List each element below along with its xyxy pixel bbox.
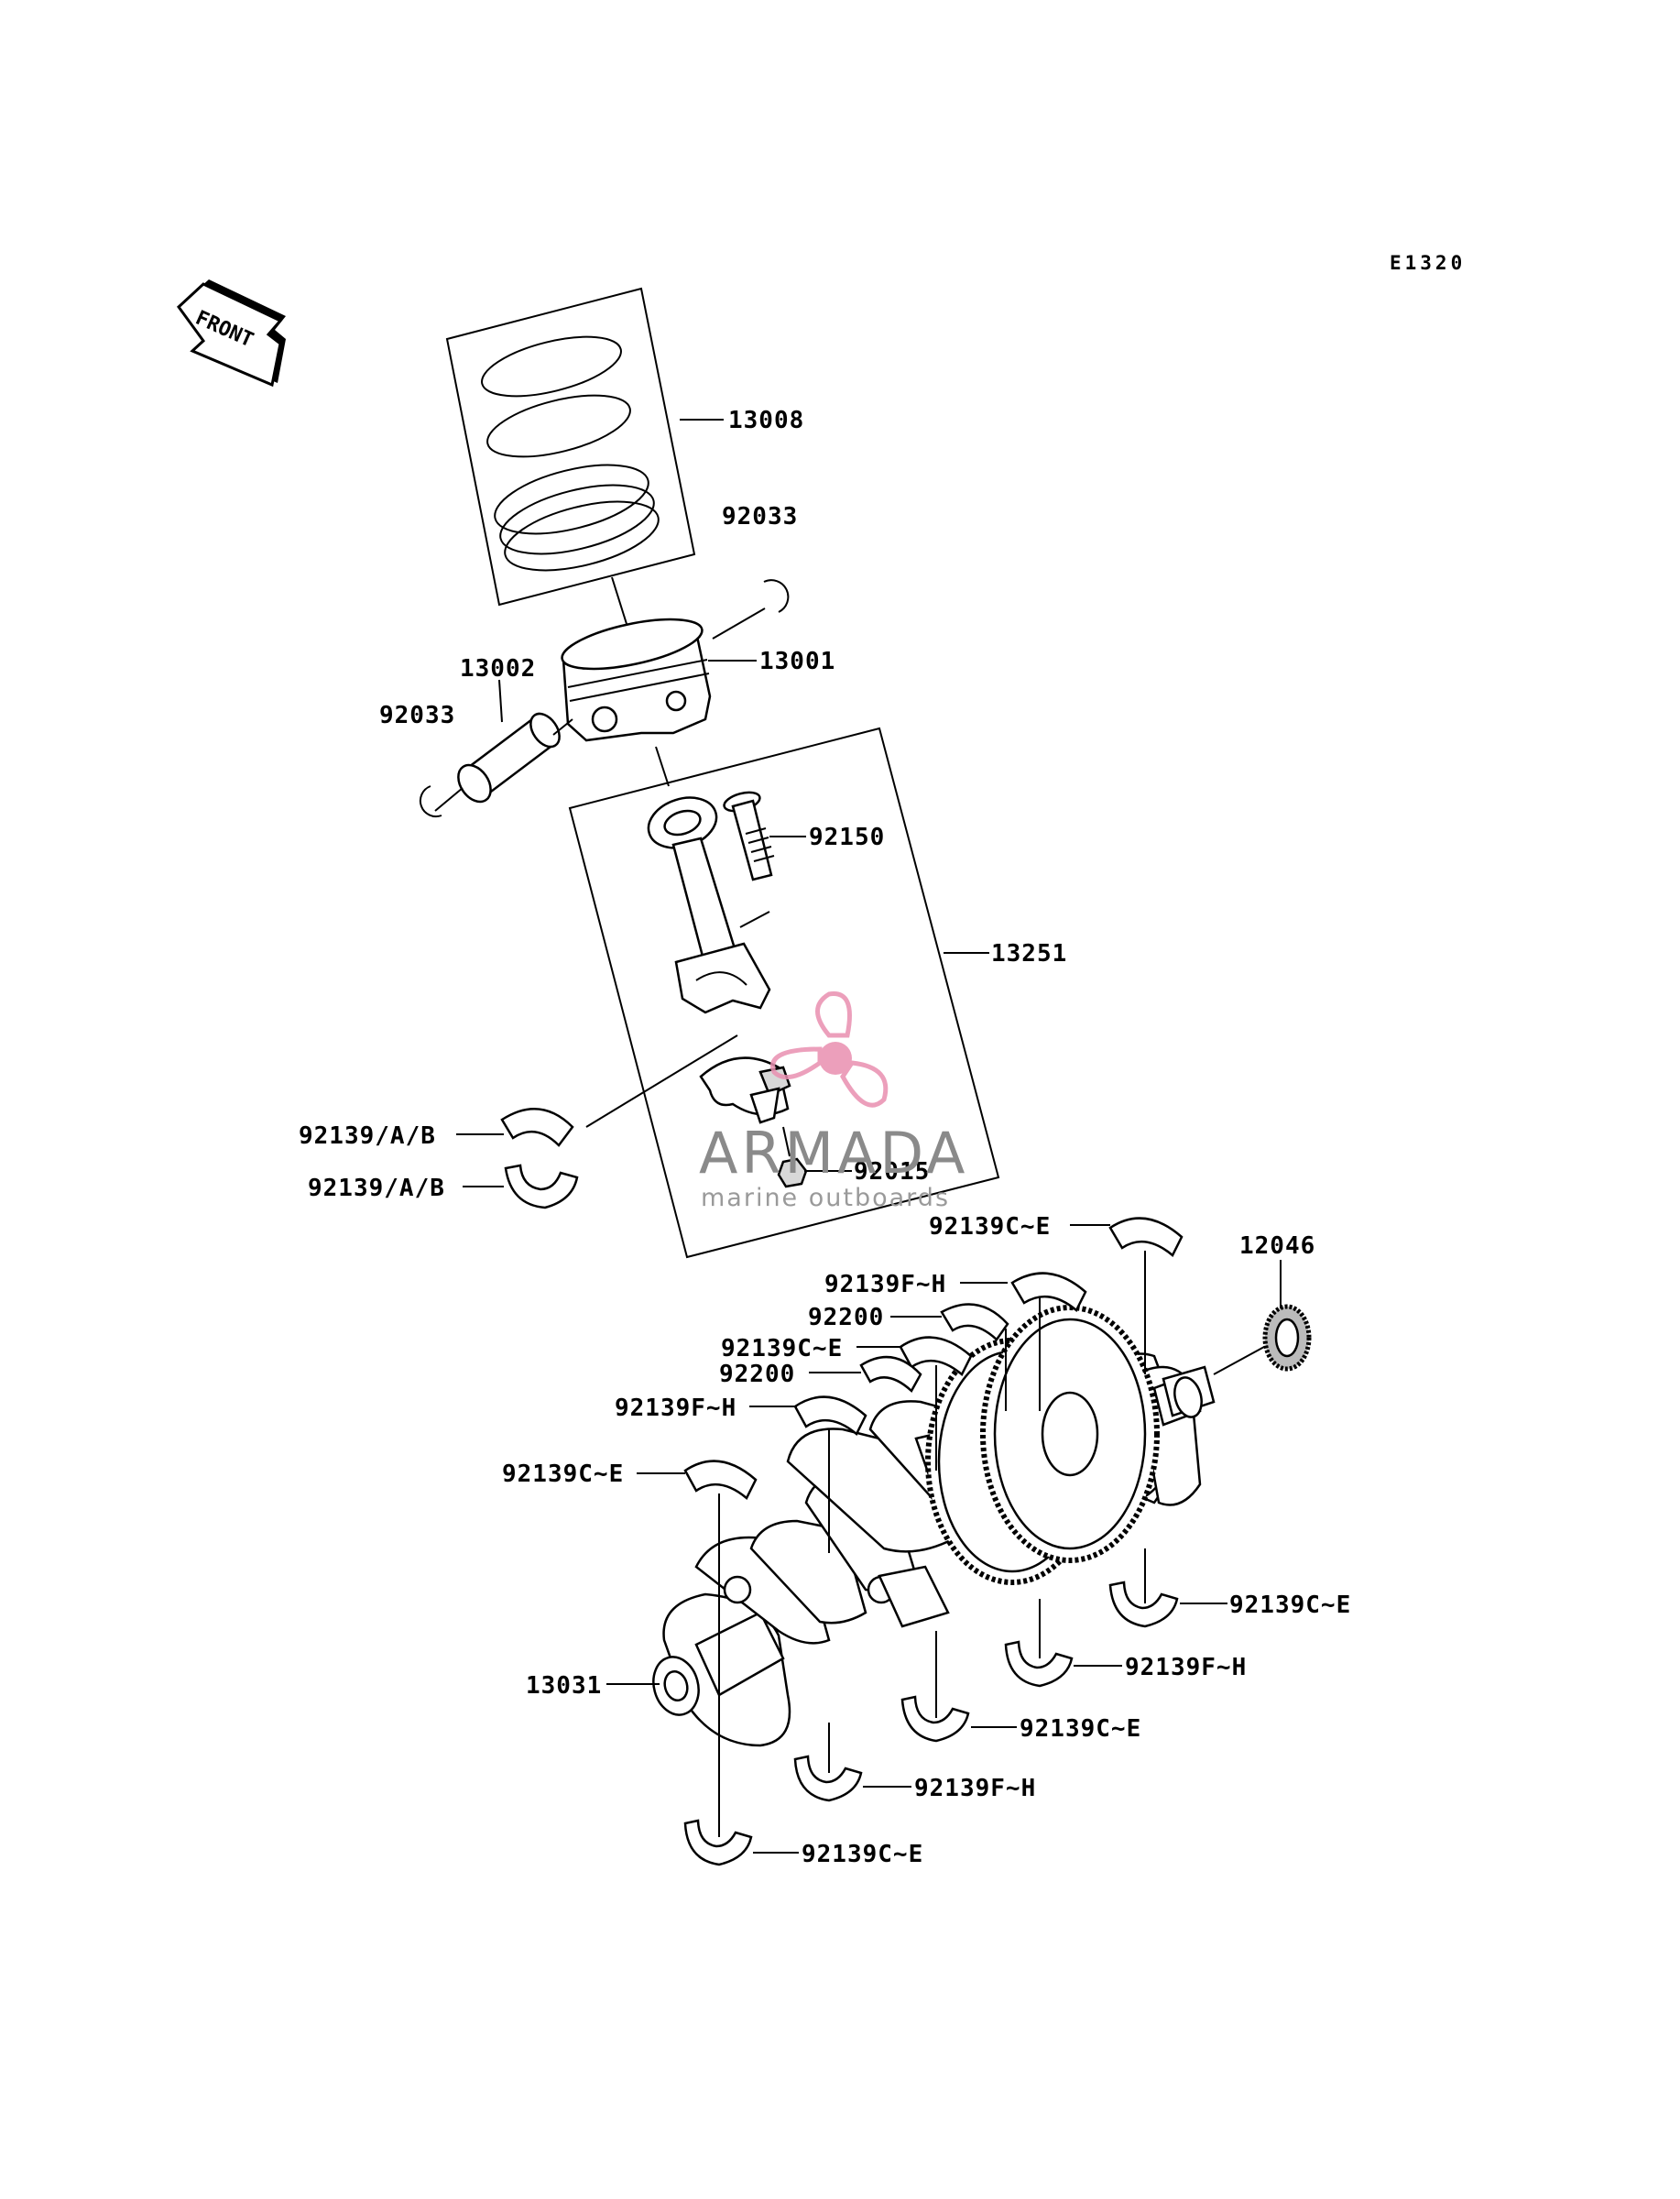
circlip-upper <box>763 579 790 613</box>
main-bearing-upper-1 <box>1108 1217 1184 1257</box>
main-bearing-lower-2 <box>1004 1640 1074 1688</box>
label-92139-ab-1: 92139/A/B <box>299 1122 436 1150</box>
label-92015: 92015 <box>854 1158 930 1186</box>
label-92033-lower: 92033 <box>379 702 455 729</box>
label-92150: 92150 <box>809 824 885 851</box>
label-92139ce-4: 92139C~E <box>1229 1592 1351 1619</box>
main-bearing-lower-5 <box>683 1819 753 1866</box>
label-92139-ab-2: 92139/A/B <box>308 1175 445 1202</box>
label-92139ce-1: 92139C~E <box>929 1213 1051 1241</box>
connecting-rod <box>647 796 771 1014</box>
label-92139ce-5: 92139C~E <box>1020 1715 1141 1743</box>
front-arrow-icon: FRONT <box>177 279 286 388</box>
conrod-bolt <box>723 791 775 881</box>
thrust-washer-2 <box>859 1355 922 1393</box>
label-13008: 13008 <box>728 407 804 434</box>
label-92200-1: 92200 <box>808 1304 884 1331</box>
watermark-title: ARMADA <box>699 1120 968 1187</box>
main-bearing-upper-4 <box>793 1395 867 1436</box>
label-92139fh-3: 92139F~H <box>1125 1654 1247 1681</box>
main-bearing-upper-5 <box>683 1460 758 1500</box>
main-bearing-upper-2 <box>1010 1272 1087 1312</box>
conrod-nut <box>777 1157 808 1188</box>
label-92033-upper: 92033 <box>722 503 798 531</box>
thrust-washer-1 <box>940 1303 1009 1341</box>
piston <box>561 618 712 742</box>
label-13251: 13251 <box>991 940 1067 968</box>
label-13002: 13002 <box>460 655 536 683</box>
label-12046: 12046 <box>1239 1232 1315 1260</box>
conrod-bearing-lower <box>504 1164 579 1209</box>
label-92139ce-2: 92139C~E <box>721 1335 843 1362</box>
conrod-bearing-upper <box>500 1108 574 1147</box>
label-92200-2: 92200 <box>719 1361 795 1388</box>
main-bearing-upper-3 <box>899 1336 973 1376</box>
armada-logo <box>770 991 889 1108</box>
label-13001: 13001 <box>759 648 835 675</box>
main-bearing-lower-1 <box>1108 1581 1179 1628</box>
main-bearing-lower-4 <box>793 1755 863 1802</box>
main-bearing-lower-3 <box>900 1695 970 1743</box>
diagram-code: E1320 <box>1390 252 1466 274</box>
watermark-subtitle: marine outboards <box>701 1184 950 1212</box>
label-92139fh-1: 92139F~H <box>824 1271 946 1298</box>
circlip-lower <box>419 785 442 818</box>
label-92139ce-6: 92139C~E <box>802 1841 923 1868</box>
label-13031: 13031 <box>526 1672 602 1700</box>
small-gear <box>1262 1304 1312 1372</box>
label-92139ce-3: 92139C~E <box>502 1461 624 1488</box>
conrod-box <box>568 727 1000 1259</box>
label-92139fh-2: 92139F~H <box>615 1395 736 1422</box>
label-92139fh-4: 92139F~H <box>914 1775 1036 1802</box>
piston-pin <box>457 712 561 804</box>
piston-ring-box <box>445 287 696 607</box>
piston-rings <box>481 335 660 572</box>
rod-cap <box>699 1056 791 1124</box>
crankshaft-gear-right <box>980 1305 1160 1563</box>
